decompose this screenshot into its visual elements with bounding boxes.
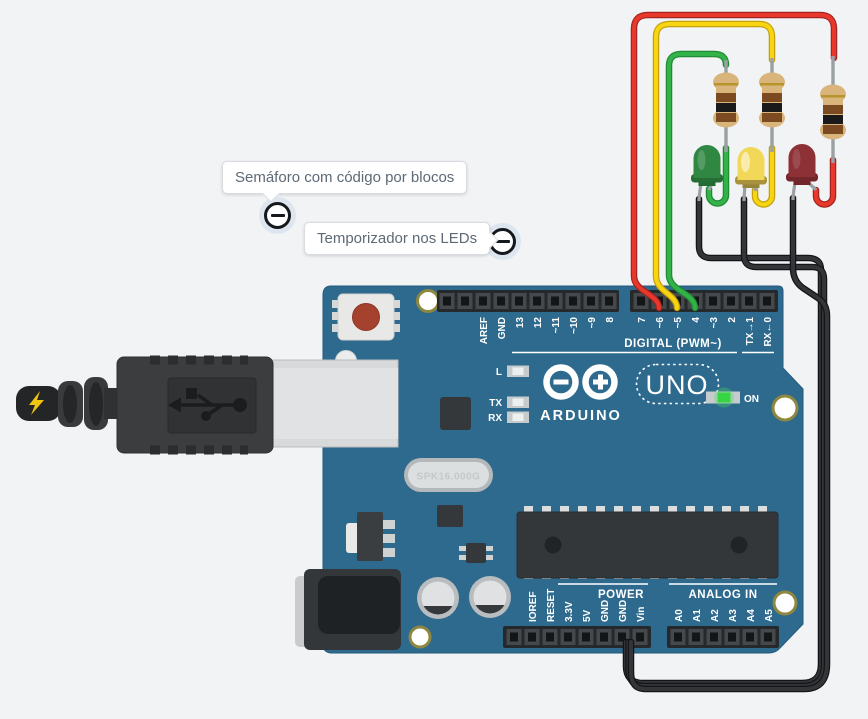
tiny-chip xyxy=(459,543,493,563)
digital-caption: DIGITAL (PWM~) xyxy=(624,338,722,350)
note1-collapse-button[interactable] xyxy=(264,202,291,229)
led-tx-lens xyxy=(512,398,524,406)
usb-interface-chip xyxy=(440,397,471,430)
pin-label-5: ~5 xyxy=(673,317,684,329)
led-tx-label: TX xyxy=(489,398,502,409)
usb-socket-face xyxy=(268,368,398,439)
wire-red-pin6[interactable] xyxy=(630,11,838,312)
crystal-oscillator: SPK16.000G xyxy=(404,458,493,492)
digital-header-left[interactable] xyxy=(437,290,619,312)
mount-hole xyxy=(408,625,432,649)
pin-label-vin: Vin xyxy=(636,607,647,622)
pin-label-9: ~9 xyxy=(587,317,598,329)
reset-button[interactable] xyxy=(332,293,400,341)
led-l-label: L xyxy=(496,367,502,378)
note2-text: Temporizador nos LEDs xyxy=(317,230,478,247)
pin-label-11: ~11 xyxy=(551,317,562,334)
led-rx-label: RX xyxy=(488,413,502,424)
led-gloss xyxy=(792,149,801,169)
led-red[interactable] xyxy=(786,144,818,201)
wire-red-to-led[interactable] xyxy=(812,156,837,208)
capacitor xyxy=(469,576,511,618)
resistor-green-branch[interactable] xyxy=(713,60,739,152)
microcontroller-chip xyxy=(516,506,779,579)
led-yellow[interactable] xyxy=(735,147,767,202)
usb-cable-plug[interactable] xyxy=(16,355,274,455)
crystal-text: SPK16.000G xyxy=(417,472,481,483)
pin-label-a5: A5 xyxy=(764,609,775,622)
resistor-yellow-branch[interactable] xyxy=(759,58,785,152)
mount-hole xyxy=(416,289,440,313)
pin-label-gnd2: GND xyxy=(618,600,629,622)
usb-trident-icon xyxy=(168,388,247,421)
led-gloss xyxy=(741,152,750,172)
uno-model-text: UNO xyxy=(646,370,709,400)
pin-label-13: 13 xyxy=(515,317,526,329)
pin-label-5v: 5V xyxy=(582,609,593,622)
analog-header[interactable] xyxy=(667,626,779,648)
arduino-wordmark: ARDUINO xyxy=(540,408,622,424)
led-green[interactable] xyxy=(691,145,723,202)
pin-label-ioref: IOREF xyxy=(528,591,539,622)
mount-hole xyxy=(771,394,799,422)
minus-icon xyxy=(270,213,285,218)
pin-label-rx0: RX←0 xyxy=(763,317,774,347)
pin-label-a1: A1 xyxy=(692,609,703,622)
power-caption: POWER xyxy=(598,589,644,601)
pin-label-aref: AREF xyxy=(479,317,490,344)
uno-badge-outline xyxy=(635,363,720,405)
pin-label-gnd1: GND xyxy=(600,600,611,622)
pin-label-a3: A3 xyxy=(728,609,739,622)
resistor-red-branch[interactable] xyxy=(820,56,846,163)
note-bubble-2[interactable]: Temporizador nos LEDs xyxy=(304,222,499,255)
power-bolt-icon xyxy=(29,391,44,415)
led-l-lens xyxy=(512,367,524,375)
pin-label-reset: RESET xyxy=(546,589,557,622)
pin-label-gnd-top: GND xyxy=(497,317,508,339)
pin-label-a0: A0 xyxy=(674,609,685,622)
pin-label-10: ~10 xyxy=(569,317,580,334)
minus-icon xyxy=(495,239,510,244)
wire-green-pin4[interactable] xyxy=(665,50,730,312)
capacitor xyxy=(417,577,459,619)
power-on-label: ON xyxy=(744,394,759,405)
pin-label-8: 8 xyxy=(605,317,616,323)
wire-ground-red-led[interactable] xyxy=(627,194,831,693)
analog-caption: ANALOG IN xyxy=(688,589,757,601)
pin-label-7: 7 xyxy=(637,317,648,323)
pin-label-tx1: TX→1 xyxy=(745,317,756,346)
power-led-on xyxy=(717,392,731,403)
pin-label-6: ~6 xyxy=(655,317,666,329)
pin-label-2: 2 xyxy=(727,317,738,323)
power-header[interactable] xyxy=(503,626,651,648)
power-jack xyxy=(295,569,401,650)
mount-hole xyxy=(772,590,798,616)
led-gloss xyxy=(697,150,706,170)
pin-label-3: ~3 xyxy=(709,317,720,329)
led-rx-lens xyxy=(512,413,524,421)
pin-label-a4: A4 xyxy=(746,609,757,622)
pin-label-a2: A2 xyxy=(710,609,721,622)
arduino-uno-board[interactable]: AREF GND 13 12 ~11 ~10 ~9 8 7 ~6 ~5 4 ~3… xyxy=(267,285,804,654)
voltage-regulator xyxy=(346,512,395,561)
pin-label-4: 4 xyxy=(691,317,702,323)
wire-yellow-to-led[interactable] xyxy=(751,144,776,208)
arduino-logo xyxy=(543,364,618,400)
pin-label-12: 12 xyxy=(533,317,544,329)
note-bubble-1[interactable]: Semáforo com código por blocos xyxy=(222,161,468,202)
smd-chip xyxy=(437,505,463,527)
cable-ferrite-shade xyxy=(89,382,103,426)
note1-text: Semáforo com código por blocos xyxy=(235,169,455,186)
cable-ferrite-shade xyxy=(63,385,77,423)
wire-yellow-pin5[interactable] xyxy=(652,20,776,312)
pin-label-3v3: 3.3V xyxy=(564,601,575,622)
wire-green-to-led[interactable] xyxy=(705,144,730,207)
